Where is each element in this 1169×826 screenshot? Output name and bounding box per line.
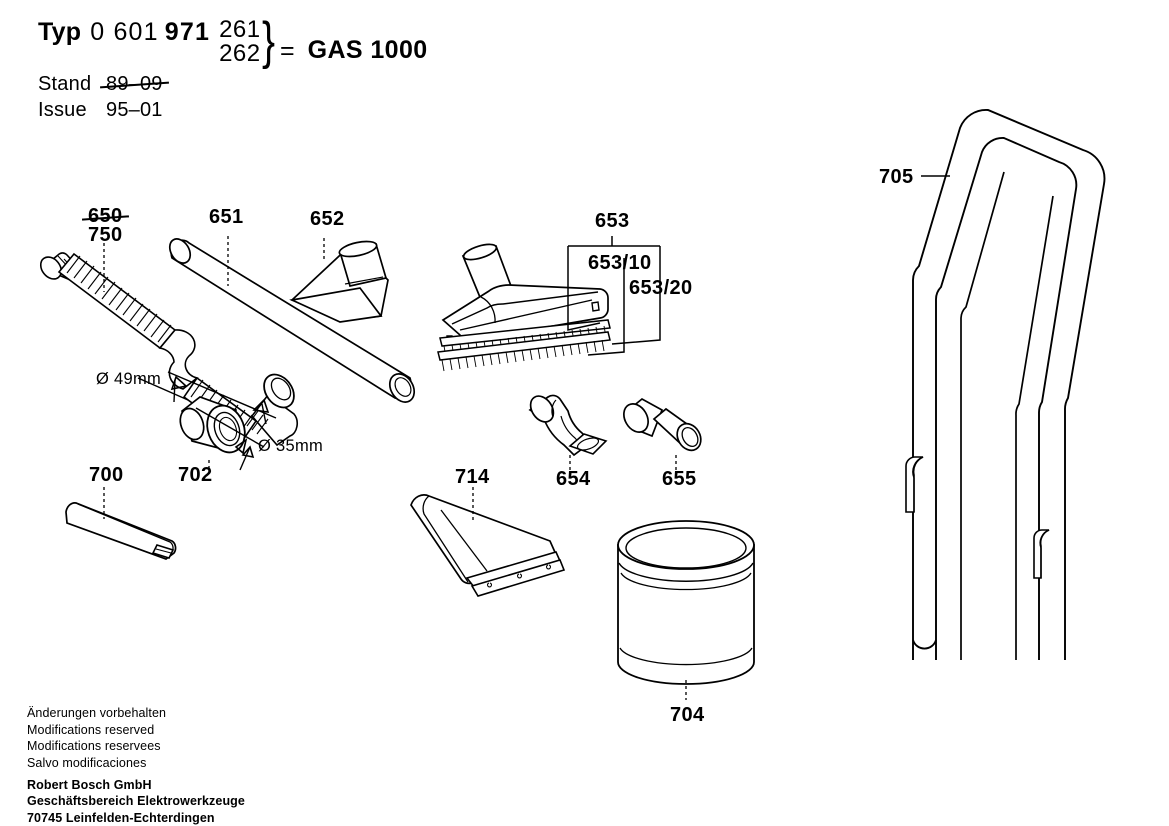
label-652: 652: [310, 208, 345, 230]
part-drawing-floor-nozzle-653: [437, 236, 661, 372]
revision-block: Stand 89–09 Issue 95–01: [38, 71, 428, 123]
label-705: 705: [879, 166, 914, 188]
part-drawing-crevice-tool-700: [65, 487, 177, 560]
footer-line-es: Salvo modificaciones: [27, 755, 147, 770]
label-650-struck: 650: [88, 205, 123, 227]
label-653-20: 653/20: [629, 277, 693, 299]
part-drawing-reducer-702: [179, 396, 246, 472]
footer-block: Änderungen vorbehalten Modifications res…: [27, 705, 245, 826]
company-name: Robert Bosch GmbH: [27, 777, 152, 792]
footer-line-de: Änderungen vorbehalten: [27, 706, 167, 720]
variant-262: 262: [219, 40, 261, 68]
dimension-35mm: Ø 35mm: [258, 437, 324, 455]
label-704: 704: [670, 704, 705, 726]
company-division: Geschäftsbereich Elektrowerkzeuge: [27, 794, 245, 809]
company-address: 70745 Leinfelden-Echterdingen: [27, 810, 215, 825]
part-drawing-squeegee-714: [410, 487, 566, 597]
typ-number-prefix: 0 601: [90, 18, 159, 46]
model-name: GAS 1000: [307, 36, 428, 64]
issue-value: 95–01: [106, 98, 163, 121]
label-651: 651: [209, 206, 244, 228]
part-drawing-handle-705: [905, 109, 1106, 660]
label-653-10: 653/10: [588, 252, 652, 274]
stand-label: Stand: [38, 72, 92, 95]
footer-line-fr: Modifications reservees: [27, 739, 161, 754]
dimension-callouts: [137, 371, 277, 471]
part-drawing-round-adapter-655: [623, 397, 702, 470]
label-750: 750: [88, 224, 123, 246]
label-700: 700: [89, 464, 124, 486]
issue-label: Issue: [38, 98, 87, 121]
part-drawing-container-704: [617, 520, 755, 700]
label-714: 714: [455, 466, 490, 488]
grouping-brace: }: [261, 12, 275, 70]
part-drawing-flat-nozzle-654: [528, 394, 608, 470]
stand-row: Stand 89–09: [38, 71, 428, 97]
part-drawing-flexible-hose-750: [39, 243, 298, 447]
issue-row: Issue 95–01: [38, 97, 428, 123]
label-654: 654: [556, 468, 591, 490]
typ-label: Typ: [38, 18, 82, 46]
stand-value: 89–09: [106, 72, 163, 95]
label-655: 655: [662, 468, 697, 490]
variant-261: 261: [219, 16, 261, 43]
variant-list: 261 262: [219, 16, 261, 68]
equals-sign: =: [280, 37, 295, 65]
footer-line-en: Modifications reserved: [27, 722, 155, 737]
typ-number-bold: 971: [164, 18, 211, 46]
part-drawing-fan-nozzle-652: [289, 238, 389, 323]
part-drawing-suction-tube-651: [168, 236, 416, 403]
dimension-49mm: Ø 49mm: [96, 370, 162, 388]
label-653: 653: [595, 210, 630, 232]
label-702: 702: [178, 464, 213, 486]
